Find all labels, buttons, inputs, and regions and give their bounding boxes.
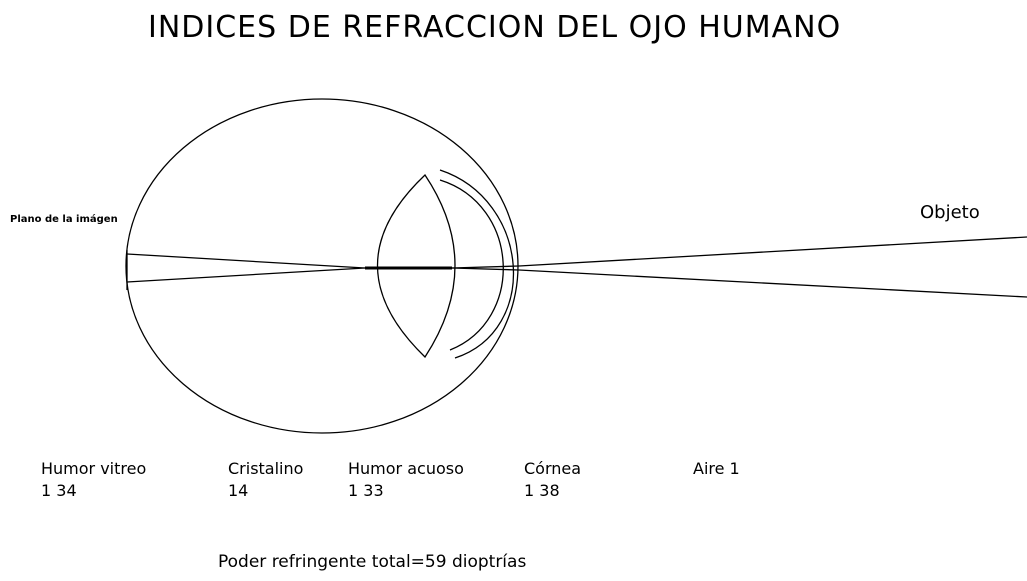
cornea-inner xyxy=(439,179,504,351)
ray-upper-front xyxy=(451,265,520,269)
ray-upper-outside xyxy=(518,236,1027,267)
medium-name: Humor acuoso xyxy=(348,459,464,478)
medium-name: Córnea xyxy=(524,459,582,478)
medium-index: 1 33 xyxy=(348,481,384,500)
medium-index: 14 xyxy=(228,481,249,500)
image-plane-label: Plano de la imágen xyxy=(10,214,118,225)
ray-lower-inside xyxy=(126,267,366,283)
total-power-text: Poder refringente total=59 dioptrías xyxy=(218,552,527,572)
medium-index: 1 34 xyxy=(41,481,77,500)
medium-aire: Aire 1 xyxy=(693,458,740,480)
ray-lower-front xyxy=(451,267,520,271)
cornea-outer xyxy=(439,169,515,359)
medium-name: Cristalino xyxy=(228,459,304,478)
medium-cornea: Córnea 1 38 xyxy=(524,458,581,502)
medium-index: 1 38 xyxy=(524,481,560,500)
ray-upper-inside xyxy=(126,253,366,269)
crystalline-lens xyxy=(376,173,456,359)
medium-humor-acuoso: Humor acuoso 1 33 xyxy=(348,458,464,502)
medium-cristalino: Cristalino 14 xyxy=(228,458,303,502)
diagram-title: INDICES DE REFRACCION DEL OJO HUMANO xyxy=(148,10,842,45)
medium-name: Humor vitreo xyxy=(41,459,147,478)
medium-name: Aire 1 xyxy=(693,459,740,478)
medium-humor-vitreo: Humor vitreo 1 34 xyxy=(41,458,146,502)
ray-lower-outside xyxy=(518,269,1027,298)
object-label: Objeto xyxy=(920,202,980,223)
